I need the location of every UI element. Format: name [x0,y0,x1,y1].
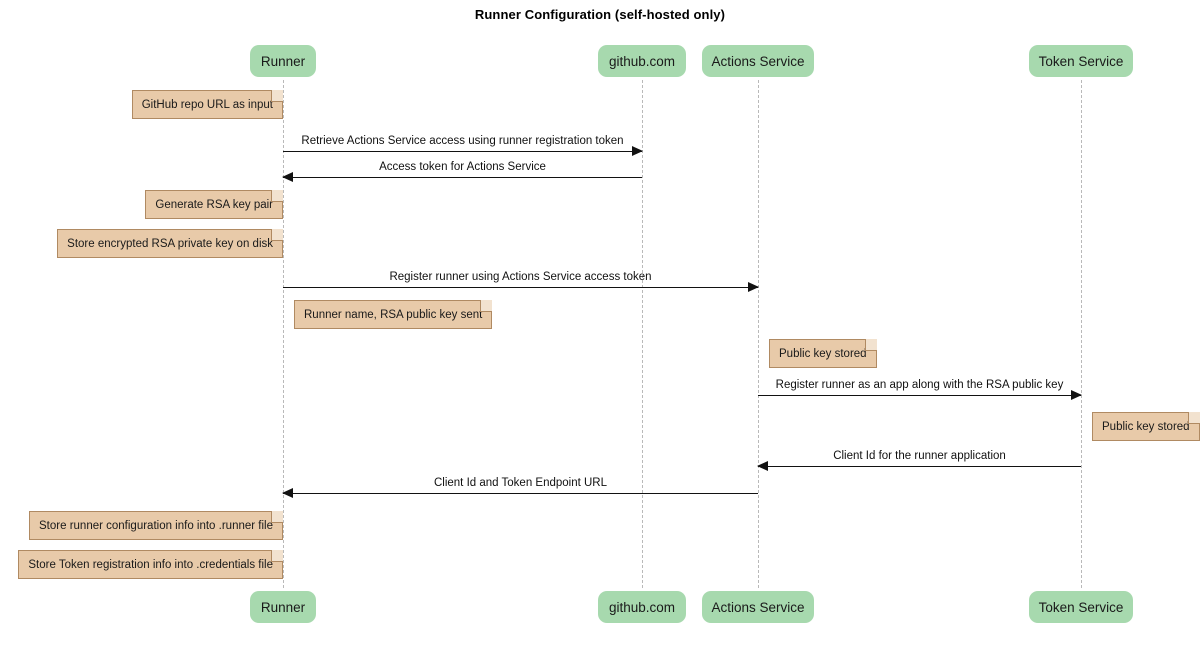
arrow-head-icon [282,172,293,182]
note-fold-corner-icon [1187,412,1200,424]
participant-github-bottom[interactable]: github.com [598,591,686,623]
note-pubkey-actions[interactable]: Public key stored [769,339,877,368]
arrow-head-icon [757,461,768,471]
message-label: Register runner as an app along with the… [775,379,1064,391]
note-label: Public key stored [1102,420,1190,433]
message-label: Client Id for the runner application [833,450,1006,462]
note-fold-corner-icon [864,339,877,351]
lifeline-runner [283,80,284,588]
participant-label: github.com [608,599,676,615]
note-pubkey-token[interactable]: Public key stored [1092,412,1200,441]
note-fold-corner-icon [271,550,283,562]
note-label: Store runner configuration info into .ru… [39,519,273,532]
msg-register-runner[interactable]: Register runner using Actions Service ac… [283,271,759,292]
participant-label: Runner [260,599,306,615]
arrow-head-icon [1071,390,1082,400]
note-store-rsa[interactable]: Store encrypted RSA private key on disk [57,229,283,258]
msg-client-id-endpoint[interactable]: Client Id and Token Endpoint URL [282,477,758,498]
note-fold-corner-icon [271,511,283,523]
participant-runner-top[interactable]: Runner [250,45,316,77]
note-generate-rsa[interactable]: Generate RSA key pair [145,190,283,219]
note-label: Public key stored [779,347,867,360]
arrow-head-icon [282,488,293,498]
arrow-head-icon [632,146,643,156]
msg-client-id[interactable]: Client Id for the runner application [757,450,1081,471]
message-line [758,466,1081,467]
note-label: Generate RSA key pair [155,198,273,211]
participant-label: Actions Service [711,599,805,615]
participant-label: Actions Service [711,53,805,69]
message-label: Retrieve Actions Service access using ru… [301,135,624,147]
message-label: Access token for Actions Service [379,161,546,173]
note-repo-url[interactable]: GitHub repo URL as input [131,90,283,119]
note-label: Store encrypted RSA private key on disk [67,237,273,250]
note-store-config[interactable]: Store runner configuration info into .ru… [29,511,283,540]
participant-github-top[interactable]: github.com [598,45,686,77]
note-label: Runner name, RSA public key sent [304,308,483,321]
arrow-head-icon [748,282,759,292]
participant-label: Token Service [1038,599,1124,615]
page-title: Runner Configuration (self-hosted only) [474,7,726,22]
message-label: Register runner using Actions Service ac… [389,271,652,283]
message-line [283,287,758,288]
message-label: Client Id and Token Endpoint URL [433,477,608,489]
note-label: GitHub repo URL as input [141,98,273,111]
participant-token-top[interactable]: Token Service [1029,45,1133,77]
message-line [283,151,642,152]
message-line [283,177,642,178]
note-store-creds[interactable]: Store Token registration info into .cred… [18,550,283,579]
note-fold-corner-icon [480,300,493,312]
lifeline-actions [758,80,759,588]
msg-access-token[interactable]: Access token for Actions Service [282,161,642,182]
participant-token-bottom[interactable]: Token Service [1029,591,1133,623]
participant-label: Runner [260,53,306,69]
msg-register-app[interactable]: Register runner as an app along with the… [758,379,1082,400]
note-label: Store Token registration info into .cred… [28,558,273,571]
lifeline-token [1081,80,1082,588]
note-fold-corner-icon [271,190,283,202]
participant-actions-top[interactable]: Actions Service [702,45,814,77]
participant-label: Token Service [1038,53,1124,69]
participant-runner-bottom[interactable]: Runner [250,591,316,623]
participant-label: github.com [608,53,676,69]
note-fold-corner-icon [271,229,283,241]
participant-actions-bottom[interactable]: Actions Service [702,591,814,623]
msg-retrieve-access[interactable]: Retrieve Actions Service access using ru… [283,135,643,156]
message-line [758,395,1081,396]
note-runner-name[interactable]: Runner name, RSA public key sent [294,300,493,329]
lifeline-github [642,80,643,588]
message-line [283,493,758,494]
note-fold-corner-icon [271,90,283,102]
